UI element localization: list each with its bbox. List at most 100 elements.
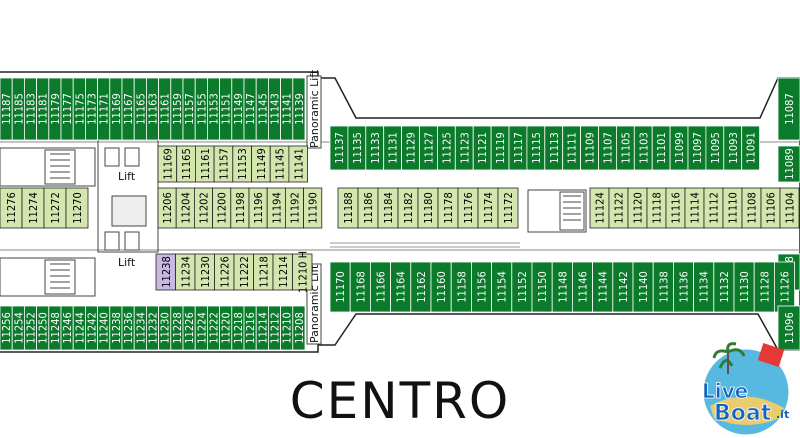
cabin-11244[interactable]: 11244: [72, 305, 86, 351]
cabin-11128[interactable]: 11128: [753, 261, 775, 313]
cabin-11230[interactable]: 11230: [194, 253, 215, 291]
cabin-11168[interactable]: 11168: [349, 261, 371, 313]
cabin-11097[interactable]: 11097: [687, 125, 707, 171]
cabin-11136[interactable]: 11136: [673, 261, 695, 313]
cabin-11155[interactable]: 11155: [194, 77, 208, 141]
cabin-11206[interactable]: 11206: [157, 187, 177, 229]
cabin-11095[interactable]: 11095: [705, 125, 725, 171]
cabin-11111[interactable]: 11111: [562, 125, 582, 171]
cabin-11179[interactable]: 11179: [48, 77, 62, 141]
cabin-11202[interactable]: 11202: [193, 187, 213, 229]
cabin-11133[interactable]: 11133: [365, 125, 385, 171]
cabin-11228[interactable]: 11228: [170, 305, 184, 351]
cabin-11160[interactable]: 11160: [430, 261, 452, 313]
cabin-11127[interactable]: 11127: [419, 125, 438, 171]
cabin-11214[interactable]: 11214: [255, 305, 269, 351]
cabin-11222[interactable]: 11222: [233, 253, 254, 291]
cabin-11142[interactable]: 11142: [612, 261, 634, 313]
cabin-11222[interactable]: 11222: [206, 305, 221, 351]
cabin-11173[interactable]: 11173: [85, 77, 99, 141]
cabin-11167[interactable]: 11167: [121, 77, 135, 141]
cabin-11146[interactable]: 11146: [572, 261, 594, 313]
cabin-11171[interactable]: 11171: [97, 77, 111, 141]
cabin-11234[interactable]: 11234: [175, 253, 196, 291]
cabin-11087[interactable]: 11087: [777, 77, 800, 141]
cabin-11210[interactable]: 11210: [280, 305, 294, 351]
cabin-11164[interactable]: 11164: [390, 261, 412, 313]
cabin-11204[interactable]: 11204: [175, 187, 195, 229]
cabin-11156[interactable]: 11156: [470, 261, 492, 313]
cabin-11093[interactable]: 11093: [723, 125, 743, 171]
cabin-11165[interactable]: 11165: [176, 145, 196, 183]
cabin-11147[interactable]: 11147: [243, 77, 257, 141]
cabin-11200[interactable]: 11200: [212, 187, 232, 229]
cabin-11252[interactable]: 11252: [23, 305, 38, 351]
cabin-11216[interactable]: 11216: [243, 305, 257, 351]
cabin-11254[interactable]: 11254: [11, 305, 25, 351]
cabin-11126[interactable]: 11126: [774, 261, 796, 313]
cabin-11238[interactable]: 11238: [109, 305, 123, 351]
cabin-11117[interactable]: 11117: [508, 125, 528, 171]
cabin-11276[interactable]: 11276: [0, 187, 23, 229]
cabin-11148[interactable]: 11148: [551, 261, 573, 313]
cabin-11214[interactable]: 11214: [272, 253, 293, 291]
cabin-11143[interactable]: 11143: [267, 77, 282, 141]
cabin-11169[interactable]: 11169: [109, 77, 123, 141]
cabin-11180[interactable]: 11180: [417, 187, 439, 229]
cabin-11109[interactable]: 11109: [580, 125, 599, 171]
cabin-11218[interactable]: 11218: [231, 305, 245, 351]
cabin-11104[interactable]: 11104: [779, 187, 800, 229]
cabin-11141[interactable]: 11141: [288, 145, 308, 183]
cabin-11188[interactable]: 11188: [337, 187, 359, 229]
cabin-11172[interactable]: 11172: [497, 187, 519, 229]
cabin-11187[interactable]: 11187: [0, 77, 13, 141]
cabin-11144[interactable]: 11144: [592, 261, 614, 313]
cabin-11153[interactable]: 11153: [232, 145, 252, 183]
cabin-11141[interactable]: 11141: [280, 77, 294, 141]
cabin-11145[interactable]: 11145: [255, 77, 269, 141]
cabin-11176[interactable]: 11176: [457, 187, 479, 229]
cabin-11250[interactable]: 11250: [36, 305, 50, 351]
cabin-11120[interactable]: 11120: [627, 187, 648, 229]
cabin-11116[interactable]: 11116: [665, 187, 686, 229]
cabin-11106[interactable]: 11106: [760, 187, 781, 229]
cabin-11166[interactable]: 11166: [369, 261, 391, 313]
cabin-11165[interactable]: 11165: [133, 77, 147, 141]
cabin-11130[interactable]: 11130: [733, 261, 755, 313]
cabin-11129[interactable]: 11129: [401, 125, 420, 171]
cabin-11114[interactable]: 11114: [684, 187, 705, 229]
cabin-11220[interactable]: 11220: [219, 305, 233, 351]
cabin-11226[interactable]: 11226: [182, 305, 196, 351]
cabin-11208[interactable]: 11208: [292, 305, 306, 351]
cabin-11270[interactable]: 11270: [65, 187, 89, 229]
cabin-11149[interactable]: 11149: [251, 145, 271, 183]
cabin-11170[interactable]: 11170: [329, 261, 351, 313]
cabin-11101[interactable]: 11101: [651, 125, 671, 171]
cabin-11153[interactable]: 11153: [206, 77, 221, 141]
cabin-11159[interactable]: 11159: [170, 77, 184, 141]
cabin-11154[interactable]: 11154: [491, 261, 513, 313]
cabin-11175[interactable]: 11175: [72, 77, 86, 141]
cabin-11234[interactable]: 11234: [133, 305, 147, 351]
cabin-11186[interactable]: 11186: [357, 187, 379, 229]
cabin-11105[interactable]: 11105: [616, 125, 635, 171]
cabin-11256[interactable]: 11256: [0, 305, 13, 351]
cabin-11119[interactable]: 11119: [490, 125, 510, 171]
cabin-11194[interactable]: 11194: [266, 187, 286, 229]
cabin-11246[interactable]: 11246: [60, 305, 74, 351]
cabin-11212[interactable]: 11212: [267, 305, 282, 351]
cabin-11224[interactable]: 11224: [194, 305, 208, 351]
cabin-11226[interactable]: 11226: [214, 253, 235, 291]
cabin-11196[interactable]: 11196: [248, 187, 268, 229]
cabin-11121[interactable]: 11121: [472, 125, 492, 171]
cabin-11139[interactable]: 11139: [292, 77, 306, 141]
cabin-11242[interactable]: 11242: [85, 305, 99, 351]
cabin-11210h[interactable]: 11210 H: [292, 251, 313, 293]
cabin-11178[interactable]: 11178: [437, 187, 459, 229]
cabin-11125[interactable]: 11125: [436, 125, 456, 171]
cabin-11248[interactable]: 11248: [48, 305, 62, 351]
cabin-11230[interactable]: 11230: [158, 305, 172, 351]
cabin-11096[interactable]: 11096: [777, 305, 800, 351]
cabin-11118[interactable]: 11118: [646, 187, 667, 229]
cabin-11110[interactable]: 11110: [722, 187, 743, 229]
